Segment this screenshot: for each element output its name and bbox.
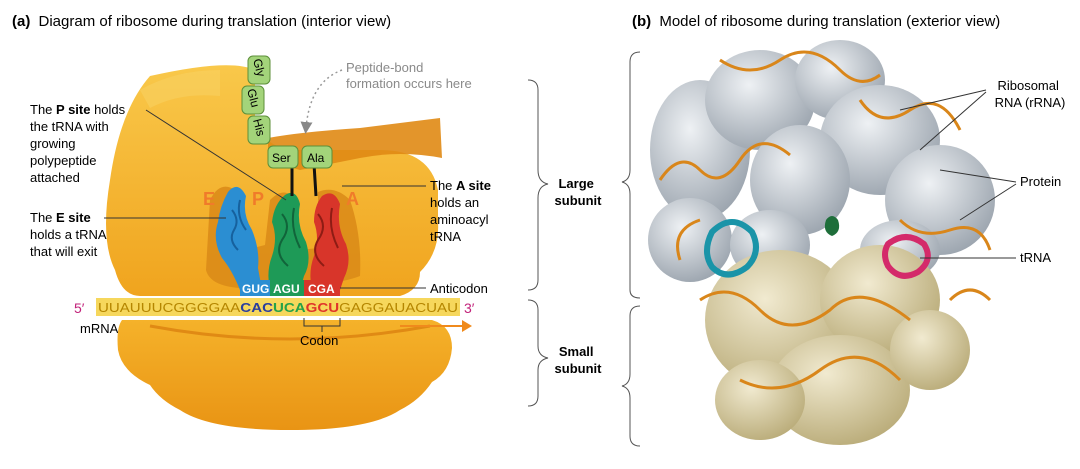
- small-subunit-label: Small subunit: [555, 344, 603, 376]
- svg-text:(a) Diagram of ribosome: (a) Diagram of ribosome during translati…: [12, 13, 391, 30]
- svg-text:growing: growing: [30, 136, 76, 151]
- svg-text:tRNA: tRNA: [1020, 250, 1051, 265]
- panel-b-title: Model of ribosome during translation (ex…: [659, 13, 1000, 30]
- small-subunit-model: [705, 245, 970, 445]
- trna-label: tRNA: [920, 250, 1051, 265]
- site-letter-p: P: [252, 189, 264, 209]
- a-site-note: The A site holds an aminoacyl tRNA: [342, 178, 491, 244]
- anticodon-p: AGU: [273, 282, 300, 296]
- anticodon-label: Anticodon: [430, 281, 488, 296]
- mrna-label: mRNA: [80, 321, 119, 336]
- svg-text:The P site holds: The P site holds: [30, 102, 126, 117]
- svg-text:attached: attached: [30, 170, 80, 185]
- mrna-strand: [96, 298, 460, 316]
- svg-text:Ribosomal RNA (rRNA): Ribosomal RNA (rRNA): [995, 78, 1066, 110]
- amino-acid-ala: Ala: [307, 151, 325, 165]
- large-subunit-label: Large subunit: [555, 176, 603, 208]
- large-subunit-brace: [527, 79, 549, 291]
- svg-text:that will exit: that will exit: [30, 244, 98, 259]
- codon-label: Codon: [300, 333, 338, 348]
- svg-text:Protein: Protein: [1020, 174, 1061, 189]
- trna-model-teal: [704, 219, 759, 278]
- svg-text:holds an: holds an: [430, 195, 479, 210]
- panel-b-letter: (b): [632, 13, 651, 30]
- p-site-note: The P site holds the tRNA with growing p…: [30, 102, 287, 201]
- svg-text:holds a tRNA: holds a tRNA: [30, 227, 107, 242]
- amino-acid-glu: Glu: [244, 87, 262, 109]
- three-prime: 3′: [464, 300, 475, 316]
- codon-e: CAC: [240, 300, 273, 315]
- svg-text:the tRNA with: the tRNA with: [30, 119, 109, 134]
- amino-acid-ser: Ser: [272, 151, 291, 165]
- mrna-seq-2: GAGGAUACUAU: [339, 300, 458, 315]
- small-subunit-brace: [527, 299, 549, 407]
- panel-a: (a) Diagram of ribosome during translati…: [12, 13, 602, 430]
- amino-acid-his: His: [250, 117, 268, 137]
- five-prime: 5′: [74, 300, 85, 316]
- svg-text:The E site: The E site: [30, 210, 91, 225]
- amino-acid-gly: Gly: [250, 57, 268, 78]
- anticodon-e: GUG: [242, 282, 269, 296]
- polypeptide-chain: Gly Glu His Ser Ala: [241, 55, 333, 169]
- panel-b: (b) Model of ribosome during translation…: [621, 13, 1066, 447]
- site-letter-e: E: [203, 189, 215, 209]
- codon-a: GCU: [306, 300, 339, 315]
- svg-text:The A site: The A site: [430, 178, 491, 193]
- rrna-label: Ribosomal RNA (rRNA): [899, 78, 1066, 151]
- svg-text:(b) Model of ribosome du: (b) Model of ribosome during translation…: [632, 13, 1000, 30]
- trna-p-site: [268, 192, 309, 290]
- peptide-bond-note: Peptide-bond formation occurs here: [346, 60, 472, 91]
- panel-a-title: Diagram of ribosome during translation (…: [39, 13, 392, 30]
- small-subunit-shape: [117, 320, 452, 430]
- mrna-seq-1: UUAUUUCGGGGAA: [98, 300, 241, 315]
- trna-model-pink: [882, 234, 931, 279]
- anticodon-a: CGA: [308, 282, 335, 296]
- codon-p: UCA: [273, 300, 306, 315]
- rrna-strands: [658, 50, 992, 390]
- large-subunit-model: [648, 40, 995, 282]
- svg-text:tRNA: tRNA: [430, 229, 461, 244]
- svg-text:aminoacyl: aminoacyl: [430, 212, 489, 227]
- site-letter-a: A: [346, 189, 359, 209]
- trna-e-site: [215, 186, 262, 290]
- protein-label: Protein: [939, 169, 1061, 221]
- trna-model-green: [824, 216, 840, 236]
- e-site-note: The E site holds a tRNA that will exit: [30, 210, 226, 259]
- panel-a-letter: (a): [12, 13, 30, 30]
- svg-text:polypeptide: polypeptide: [30, 153, 97, 168]
